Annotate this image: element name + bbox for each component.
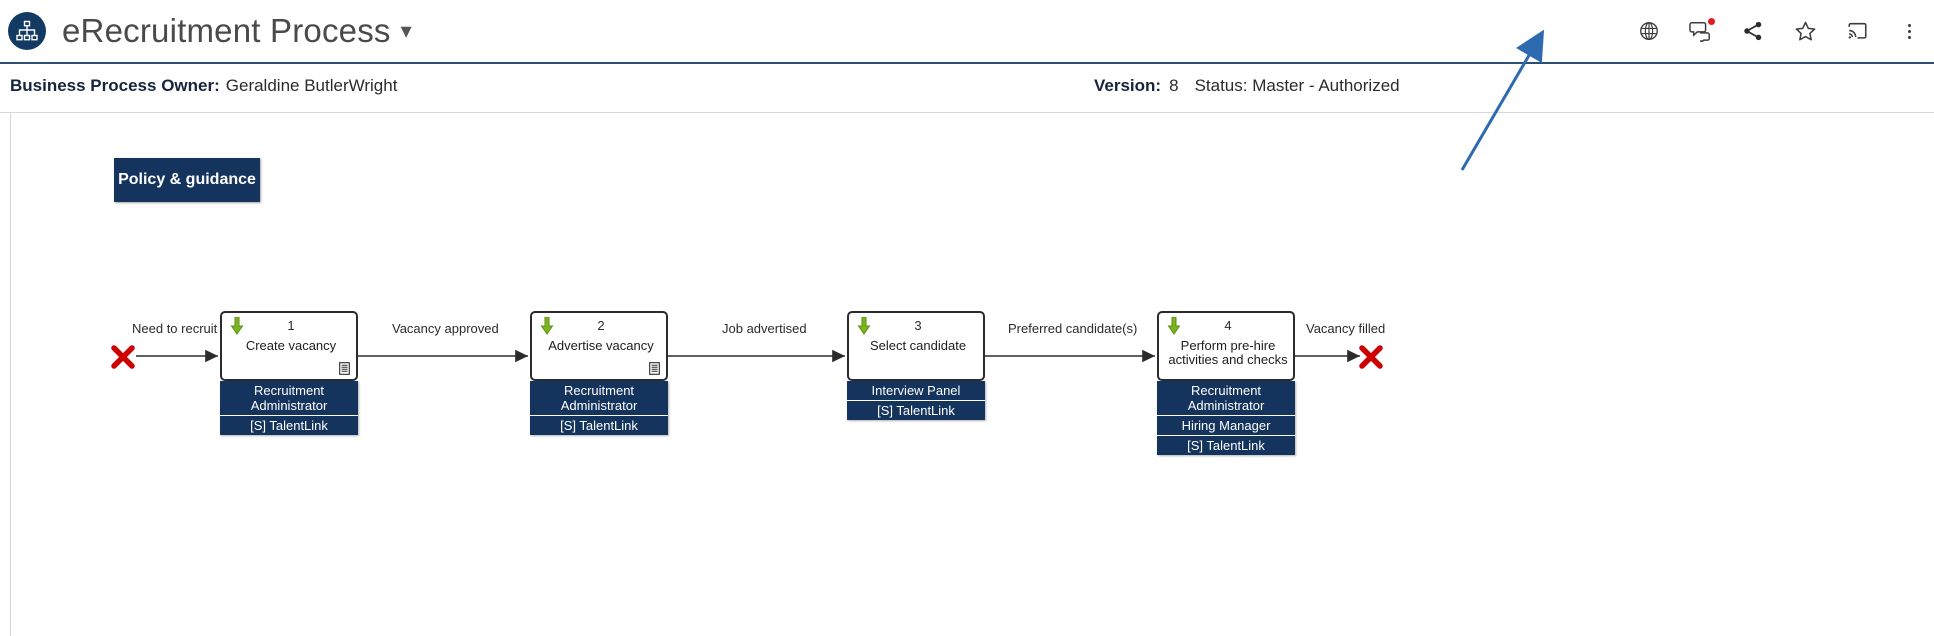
process-node-1-body[interactable]: 1 Create vacancy: [220, 311, 358, 381]
owner-value: Geraldine ButlerWright: [225, 76, 398, 95]
process-node-2-body[interactable]: 2 Advertise vacancy: [530, 311, 668, 381]
process-node-4-label: Perform pre-hire activities and checks: [1168, 338, 1288, 367]
cast-icon[interactable]: [1844, 18, 1870, 44]
flow-label-vacancy-filled: Vacancy filled: [1306, 321, 1386, 336]
end-error-marker[interactable]: [1358, 344, 1384, 370]
version-label: Version:: [1094, 76, 1162, 95]
flow-label-vacancy-approved: Vacancy approved: [392, 321, 499, 336]
flow-label-job-advertised: Job advertised: [722, 321, 807, 336]
flow-label-need-to-recruit: Need to recruit: [132, 321, 218, 336]
version-value: 8: [1169, 76, 1179, 95]
connector-layer: [136, 349, 1360, 363]
process-node-4-role-2: [S] TalentLink: [1157, 436, 1295, 455]
process-node-4[interactable]: 4 Perform pre-hire activities and checks…: [1157, 311, 1295, 455]
share-icon[interactable]: [1740, 18, 1766, 44]
process-node-4-role-0: Recruitment Administrator: [1157, 381, 1295, 416]
page-title: eRecruitment Process: [62, 12, 391, 49]
drill-down-arrow-icon[interactable]: [1167, 317, 1181, 335]
process-node-3-role-0: Interview Panel: [847, 381, 985, 401]
process-node-2-role-0: Recruitment Administrator: [530, 381, 668, 416]
canvas-left-border: [10, 113, 11, 636]
process-node-1-roles: Recruitment Administrator [S] TalentLink: [220, 381, 358, 435]
business-process-owner: Business Process Owner: Geraldine ButlerW…: [10, 76, 397, 96]
document-attachment-icon[interactable]: [649, 362, 660, 375]
process-node-2-number: 2: [597, 318, 605, 333]
process-node-2-label: Advertise vacancy: [548, 338, 654, 353]
process-node-3-number: 3: [914, 318, 922, 333]
drill-down-arrow-icon[interactable]: [230, 317, 244, 335]
process-node-1-role-0: Recruitment Administrator: [220, 381, 358, 416]
document-attachment-icon[interactable]: [339, 362, 350, 375]
process-node-3-label: Select candidate: [869, 338, 967, 353]
org-chart-icon: [8, 12, 46, 50]
title-dropdown-caret[interactable]: ▾: [400, 18, 412, 43]
process-node-1[interactable]: 1 Create vacancy Recruitment Administrat…: [220, 311, 358, 435]
process-node-4-body[interactable]: 4 Perform pre-hire activities and checks: [1157, 311, 1295, 381]
process-node-4-number: 4: [1224, 318, 1232, 333]
process-node-2[interactable]: 2 Advertise vacancy Recruitment Administ…: [530, 311, 668, 435]
policy-and-guidance-box[interactable]: Policy & guidance: [114, 158, 260, 202]
status-text: Status: Master - Authorized: [1194, 76, 1400, 95]
top-bar-actions: [1636, 18, 1922, 44]
star-icon[interactable]: [1792, 18, 1818, 44]
process-meta-row: Business Process Owner: Geraldine ButlerW…: [0, 64, 1934, 113]
globe-icon[interactable]: [1636, 18, 1662, 44]
process-node-1-label: Create vacancy: [245, 338, 337, 353]
process-node-1-number: 1: [287, 318, 295, 333]
process-node-3-body[interactable]: 3 Select candidate: [847, 311, 985, 381]
start-error-marker[interactable]: [110, 344, 136, 370]
process-node-2-role-1: [S] TalentLink: [530, 416, 668, 435]
process-node-3-role-1: [S] TalentLink: [847, 401, 985, 420]
drill-down-arrow-icon[interactable]: [857, 317, 871, 335]
drill-down-arrow-icon[interactable]: [540, 317, 554, 335]
process-node-1-role-1: [S] TalentLink: [220, 416, 358, 435]
comments-icon[interactable]: [1688, 18, 1715, 44]
process-node-2-roles: Recruitment Administrator [S] TalentLink: [530, 381, 668, 435]
comments-notification-badge: [1708, 18, 1715, 25]
more-menu-icon[interactable]: [1896, 18, 1922, 44]
process-node-4-role-1: Hiring Manager: [1157, 416, 1295, 436]
owner-label: Business Process Owner:: [10, 76, 220, 95]
app-top-bar: eRecruitment Process ▾: [0, 0, 1934, 64]
more-menu-dots: [1907, 23, 1911, 39]
process-node-3[interactable]: 3 Select candidate Interview Panel [S] T…: [847, 311, 985, 420]
flow-label-preferred-candidates: Preferred candidate(s): [1008, 321, 1138, 336]
version-status: Version: 8 Status: Master - Authorized: [1094, 76, 1400, 96]
process-node-4-roles: Recruitment Administrator Hiring Manager…: [1157, 381, 1295, 455]
process-node-3-roles: Interview Panel [S] TalentLink: [847, 381, 985, 420]
process-flow: Need to recruit Vacancy approved Job adv…: [0, 113, 1934, 636]
process-diagram-canvas[interactable]: Policy & guidance: [0, 113, 1934, 636]
